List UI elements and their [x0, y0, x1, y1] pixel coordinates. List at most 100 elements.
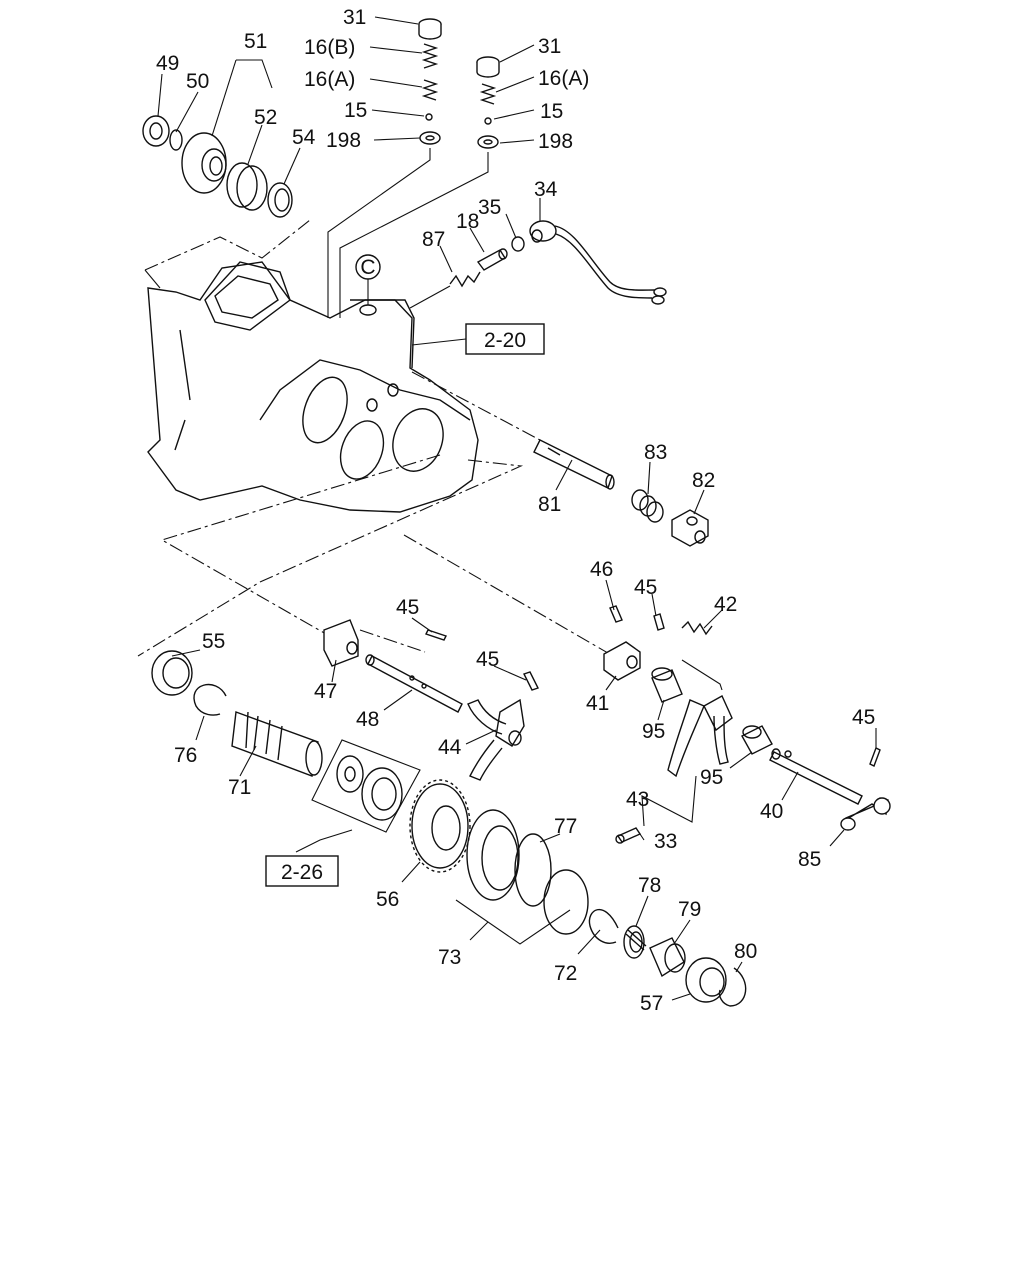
pin-18: [476, 248, 508, 271]
callout-49: 49: [156, 52, 179, 75]
block-41: [603, 641, 641, 681]
ball-15-left: [425, 113, 433, 121]
callout-16a-right: 16(A): [538, 67, 589, 90]
callout-54: 54: [292, 126, 316, 149]
callout-45-left: 45: [396, 596, 419, 619]
callout-56: 56: [376, 888, 399, 911]
callout-80: 80: [734, 940, 757, 963]
reference-box-2-26: 2-26: [265, 855, 339, 887]
callout-79: 79: [678, 898, 701, 921]
callout-45-center: 45: [476, 648, 499, 671]
callout-82: 82: [692, 469, 715, 492]
callout-51: 51: [244, 30, 267, 53]
spring-87: [449, 271, 481, 288]
callout-15-left: 15: [344, 99, 367, 122]
callout-31-right: 31: [538, 35, 561, 58]
reference-circle-c: C: [355, 254, 381, 305]
callout-95-upper: 95: [642, 720, 665, 743]
callout-16a-left: 16(A): [304, 68, 355, 91]
spring-16a-right: [479, 83, 497, 105]
spring-83: [631, 489, 664, 523]
callout-33: 33: [654, 830, 677, 853]
shift-rod-81: [533, 439, 615, 490]
callout-leaders: [157, 16, 877, 1001]
block-82: [671, 509, 709, 547]
callout-45-upper: 45: [634, 576, 657, 599]
synchro-assembly: [311, 739, 421, 833]
deflector-52: [226, 162, 268, 211]
callout-43: 43: [626, 788, 649, 811]
block-47: [323, 619, 359, 667]
callout-52: 52: [254, 106, 277, 129]
callout-18: 18: [456, 210, 479, 233]
pin-45-left: [425, 629, 447, 641]
callout-73: 73: [438, 946, 461, 969]
pin-45-upper: [653, 613, 665, 631]
callout-41: 41: [586, 692, 609, 715]
callout-77: 77: [554, 815, 577, 838]
shift-fork-43: [667, 695, 733, 778]
callout-50: 50: [186, 70, 209, 93]
oil-seal-54: [267, 182, 293, 218]
snap-ring-80: [718, 967, 747, 1007]
ring-77: [514, 833, 552, 907]
collar-79: [649, 937, 686, 978]
callout-198-left: 198: [326, 129, 361, 152]
spring-16a-left: [421, 79, 439, 101]
callout-78: 78: [638, 874, 661, 897]
svg-text:C: C: [360, 256, 375, 279]
svg-text:2-20: 2-20: [484, 329, 526, 352]
callout-34: 34: [534, 178, 558, 201]
callout-55: 55: [202, 630, 225, 653]
ball-15-right: [484, 117, 492, 125]
washer-198-left: [419, 131, 441, 145]
switch-34: [529, 220, 667, 305]
thrust-washer-73: [543, 869, 589, 935]
callout-72: 72: [554, 962, 577, 985]
shaft-71: [231, 711, 323, 777]
callout-labels: 31 16(B) 16(A) 15 198 31 16(A) 15 198 49…: [156, 6, 875, 1015]
washer-198-right: [477, 135, 499, 149]
callout-45-right: 45: [852, 706, 875, 729]
callout-15-right: 15: [540, 100, 563, 123]
thrust-washer-77: [466, 809, 520, 901]
bolt-33: [615, 827, 642, 844]
shift-fork-44: [467, 698, 525, 781]
callout-57: 57: [640, 992, 663, 1015]
bushing-95-upper: [651, 667, 683, 703]
snap-ring-76: [193, 683, 227, 716]
callout-31-left: 31: [343, 6, 366, 29]
callout-16b: 16(B): [304, 36, 355, 59]
spring-42: [681, 620, 713, 636]
callout-40: 40: [760, 800, 783, 823]
washer-35: [511, 236, 525, 252]
spring-16b: [421, 43, 439, 69]
callout-198-right: 198: [538, 130, 573, 153]
svg-text:2-26: 2-26: [281, 861, 323, 884]
callout-85: 85: [798, 848, 821, 871]
callout-48: 48: [356, 708, 379, 731]
callout-44: 44: [438, 736, 462, 759]
callout-95-lower: 95: [700, 766, 723, 789]
reference-box-2-20: 2-20: [411, 323, 545, 355]
callout-87: 87: [422, 228, 445, 251]
flange-51: [181, 132, 227, 194]
snap-ring-72: [588, 908, 619, 944]
pin-46: [609, 605, 623, 623]
callout-81: 81: [538, 493, 561, 516]
callout-71: 71: [228, 776, 251, 799]
callout-42: 42: [714, 593, 737, 616]
callout-83: 83: [644, 441, 667, 464]
plug-31-left: [418, 18, 442, 40]
bearing-57: [685, 957, 727, 1003]
callout-47: 47: [314, 680, 337, 703]
callout-76: 76: [174, 744, 197, 767]
pin-45-right: [869, 747, 881, 767]
bushing-95-lower: [741, 725, 773, 755]
bearing-55: [151, 650, 193, 696]
transmission-case: [147, 261, 479, 513]
shift-rod-40: [769, 748, 863, 805]
nut-49: [142, 115, 170, 147]
callout-35: 35: [478, 196, 501, 219]
